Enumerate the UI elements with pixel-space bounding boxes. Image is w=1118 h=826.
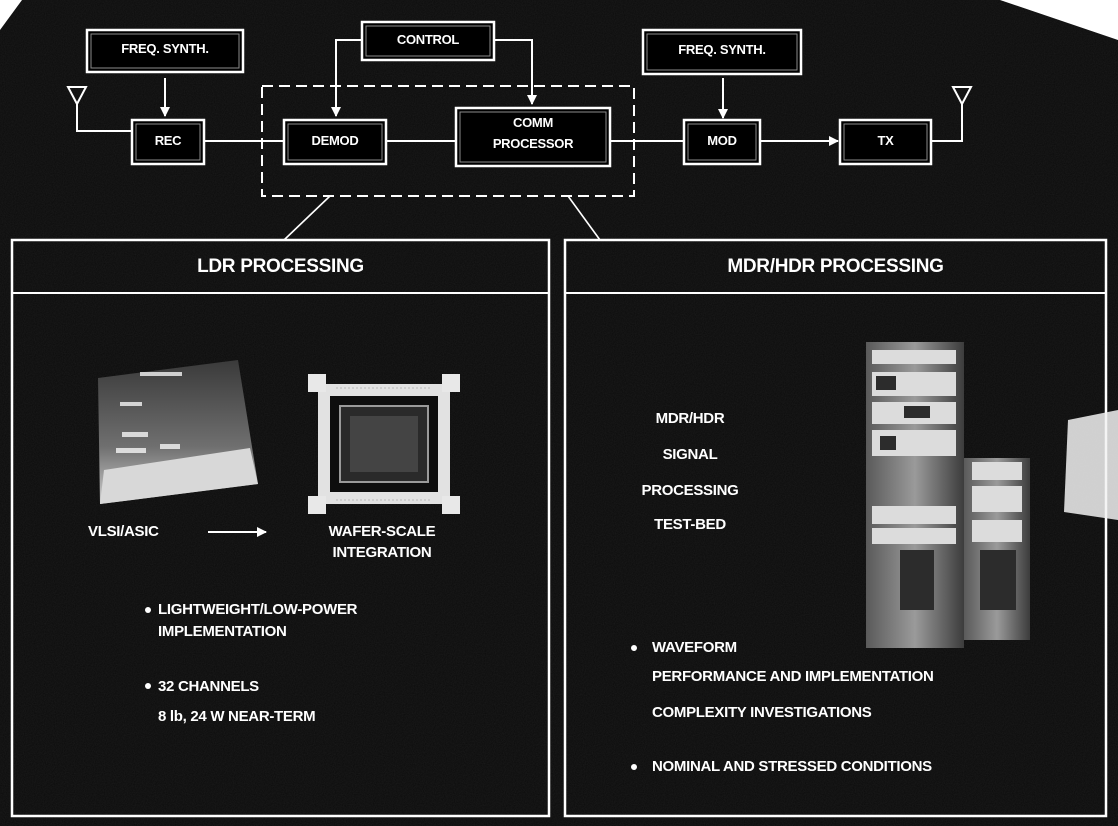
comm-processor-label-line2: PROCESSOR	[492, 136, 574, 151]
freq-synth-left-label: FREQ. SYNTH.	[121, 41, 209, 56]
mdr-bullet2-line1: NOMINAL AND STRESSED CONDITIONS	[652, 758, 932, 775]
testbed-label-line3: PROCESSING	[641, 482, 739, 499]
vlsi-asic-photo	[98, 360, 258, 504]
ldr-bullet1-line2: IMPLEMENTATION	[158, 623, 287, 640]
ldr-panel-frame	[10, 238, 551, 818]
rec-label: REC	[154, 133, 182, 148]
bullets	[145, 607, 637, 770]
testbed-label-line2: SIGNAL	[662, 446, 718, 463]
mod-label: MOD	[707, 133, 737, 148]
mdr-bullet1-line1: WAVEFORM	[652, 639, 737, 656]
demod-label: DEMOD	[311, 133, 359, 148]
antenna-icon	[951, 86, 973, 107]
wafer-scale-chip-photo	[308, 374, 460, 514]
testbed-label-line1: MDR/HDR	[655, 410, 725, 427]
ldr-bullet1-line1: LIGHTWEIGHT/LOW-POWER	[158, 601, 358, 618]
antenna-icon	[66, 86, 88, 107]
block-diagram-wires	[76, 104, 963, 142]
ldr-bullet2-line2: 8 lb, 24 W NEAR-TERM	[158, 708, 316, 725]
vlsi-asic-label: VLSI/ASIC	[88, 523, 159, 540]
ldr-panel-title: LDR PROCESSING	[197, 256, 364, 277]
freq-synth-right-label: FREQ. SYNTH.	[678, 42, 766, 57]
mdr-panel-frame	[563, 238, 1108, 818]
wafer-scale-label-line1: WAFER-SCALE	[328, 523, 436, 540]
signal-blocks	[85, 20, 933, 168]
control-label: CONTROL	[396, 32, 460, 47]
ldr-bullet2-line1: 32 CHANNELS	[158, 678, 259, 695]
test-bed-rack-photo	[866, 342, 1118, 648]
mdr-bullet1-line3: COMPLEXITY INVESTIGATIONS	[652, 704, 872, 721]
mdr-panel-title: MDR/HDR PROCESSING	[727, 256, 944, 277]
tx-label: TX	[877, 133, 894, 148]
wafer-scale-label-line2: INTEGRATION	[332, 544, 432, 561]
block-diagram-arrows	[160, 39, 839, 146]
processor-boundary	[261, 85, 635, 197]
testbed-label-line4: TEST-BED	[654, 516, 726, 533]
mdr-bullet1-line2: PERFORMANCE AND IMPLEMENTATION	[652, 668, 934, 685]
comm-processor-label-line1: COMM	[513, 115, 553, 130]
